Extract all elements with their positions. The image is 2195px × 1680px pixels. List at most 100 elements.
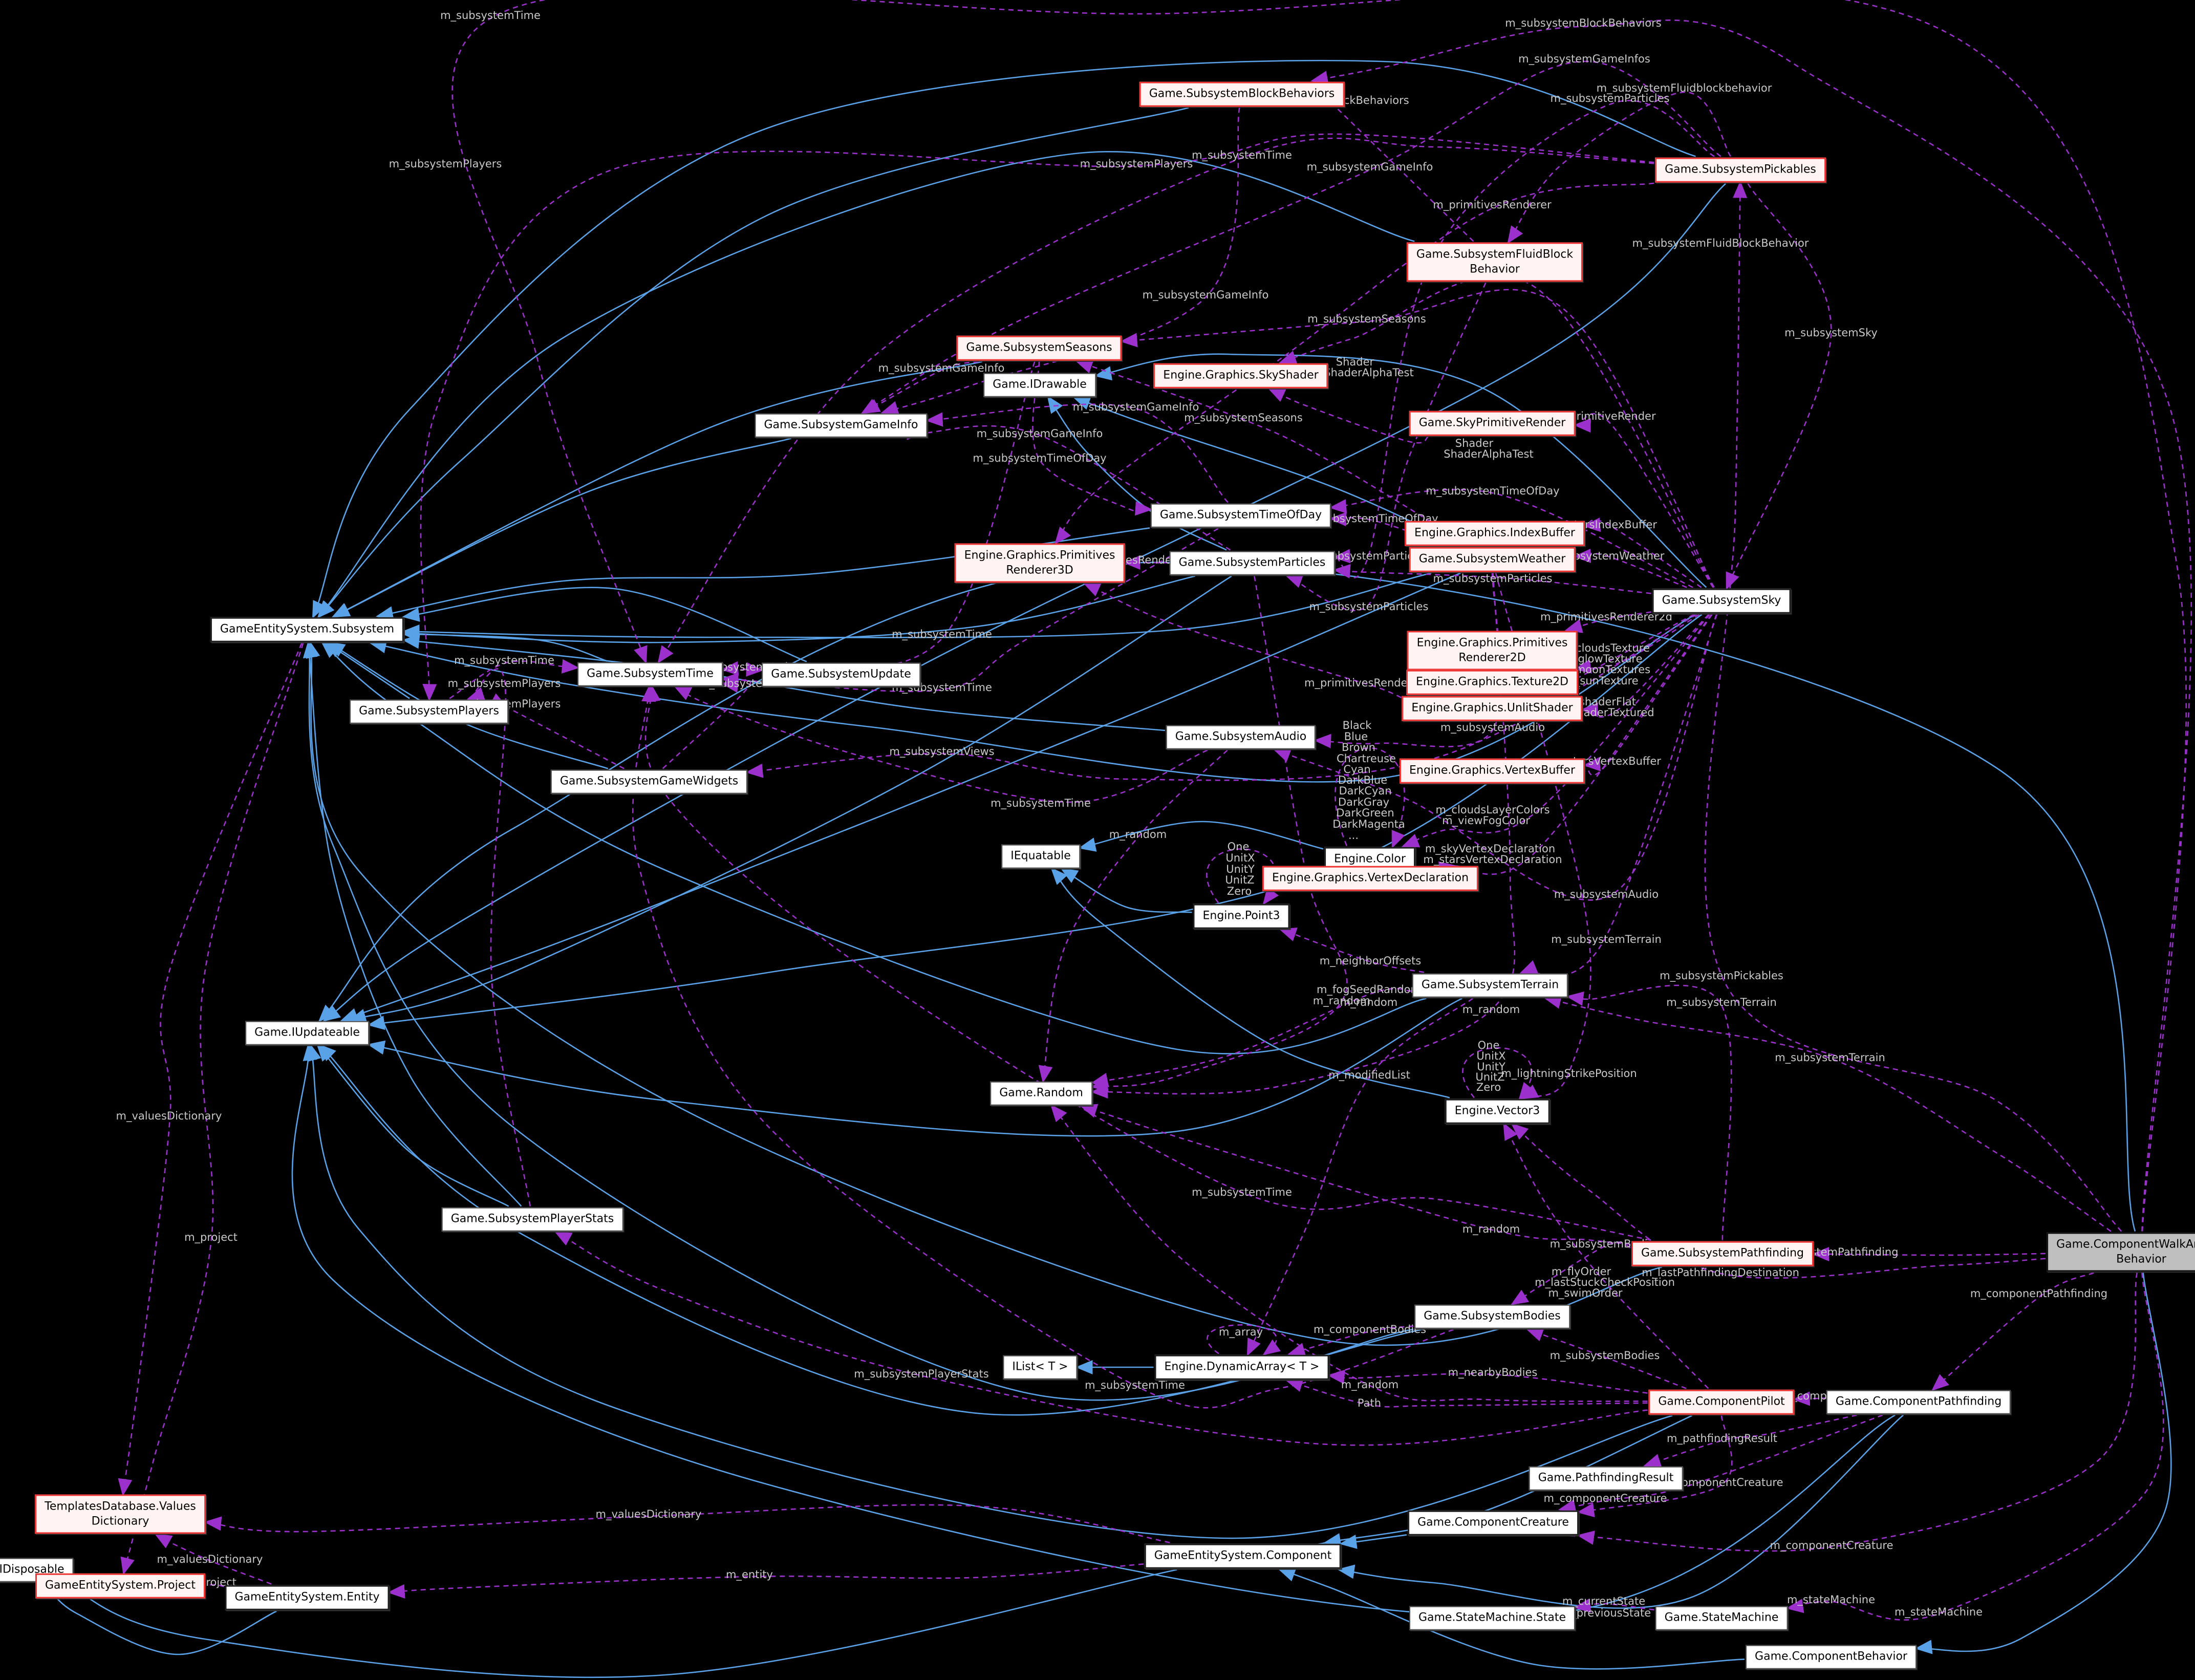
edge-walkaround-terrain [1543,995,2112,1232]
edge-label: m_subsystemTerrain [1551,933,1662,945]
edge-label: m_neighborOffsets [1319,955,1422,967]
edge-weather-vector3 [1495,573,1591,1100]
node-playerstats[interactable]: Game.SubsystemPlayerStats [441,1207,623,1232]
node-indexbuffer[interactable]: Engine.Graphics.IndexBuffer [1405,521,1585,546]
node-weather[interactable]: Game.SubsystemWeather [1409,547,1576,572]
node-vector3[interactable]: Engine.Vector3 [1445,1099,1550,1124]
node-update[interactable]: Game.SubsystemUpdate [762,662,920,687]
node-smstate[interactable]: Game.StateMachine.State [1409,1606,1576,1630]
node-statemachine[interactable]: Game.StateMachine [1655,1606,1788,1630]
edge-particles-random [1090,576,1348,1092]
edge-audio-random [1038,749,1228,1084]
edge-label: m_subsystemTime [1192,1186,1292,1198]
edge-label: m_subsystemTime [892,628,992,640]
node-compbehavior[interactable]: Game.ComponentBehavior [1746,1645,1917,1669]
edge-label: m_valuesDictionary [116,1110,222,1122]
edge-label: ShaderAlphaTest [1324,367,1414,379]
edge-weather-seasons [1075,359,1470,547]
edge-subsystem-project [120,643,304,1575]
edge-pilot-random [1050,1104,1648,1402]
edge-label: m_project [184,1231,238,1243]
node-dynarray[interactable]: Engine.DynamicArray< T > [1154,1354,1329,1380]
edge-sky-skyprim [1573,413,1714,588]
node-terrain[interactable]: Game.SubsystemTerrain [1412,973,1568,998]
edge-label: m_subsystemBodies [1550,1349,1660,1362]
node-component[interactable]: GameEntitySystem.Component [1144,1543,1342,1569]
node-sky[interactable]: Game.SubsystemSky [1652,588,1791,614]
node-vertexbuffer[interactable]: Engine.Graphics.VertexBuffer [1399,758,1585,784]
edge-timeofday-time [721,528,1219,693]
edge-comppath-pathresult [1643,1414,1857,1468]
edge-skyprim-skyshader [1267,388,1429,444]
edge-label: m_starsVertexDeclaration [1423,853,1562,866]
node-subsystem[interactable]: GameEntitySystem.Subsystem [210,617,404,642]
edge-label: Black [1342,719,1372,731]
node-walkaround[interactable]: Game.ComponentWalkAround Behavior [2047,1232,2195,1272]
edge-audio-subsystem [402,634,1166,731]
node-timeofday[interactable]: Game.SubsystemTimeOfDay [1150,503,1331,528]
node-pathfinding[interactable]: Game.SubsystemPathfinding [1631,1241,1814,1266]
node-entity[interactable]: GameEntitySystem.Entity [225,1585,390,1610]
node-skyshader[interactable]: Engine.Graphics.SkyShader [1153,363,1328,389]
edge-sky-idrawable [1094,353,1707,588]
node-random[interactable]: Game.Random [990,1081,1092,1106]
node-iupdateable[interactable]: Game.IUpdateable [245,1021,369,1045]
node-skyprim[interactable]: Game.SkyPrimitiveRender [1409,411,1576,436]
edge-vector3-vector3 [1462,1047,1535,1100]
node-unlitshader[interactable]: Engine.Graphics.UnlitShader [1402,696,1583,721]
node-gamewidgets[interactable]: Game.SubsystemGameWidgets [550,769,748,794]
edge-sky-vertexbuffer [1583,614,1713,776]
node-pathresult[interactable]: Game.PathfindingResult [1529,1466,1683,1491]
edge-label: m_random [1340,996,1398,1008]
node-seasons[interactable]: Game.SubsystemSeasons [956,335,1122,361]
edge-pilot-vector3 [1503,1122,1709,1389]
edge-label: m_viewFogColor [1442,814,1530,827]
edge-label: m_subsystemTerrain [1775,1051,1885,1064]
node-particles[interactable]: Game.SubsystemParticles [1169,551,1335,575]
edge-walkaround-pickables [1704,180,2122,1232]
node-texture2d[interactable]: Engine.Graphics.Texture2D [1406,670,1579,695]
node-pickables[interactable]: Game.SubsystemPickables [1655,157,1826,183]
node-audio[interactable]: Game.SubsystemAudio [1166,725,1316,749]
edge-pickables-time [657,137,1654,664]
edge-label: m_subsystemPlayers [447,677,561,690]
node-project[interactable]: GameEntitySystem.Project [35,1573,206,1599]
edge-label: m_stateMachine [1894,1606,1983,1618]
node-ilist[interactable]: IList< T > [1003,1355,1078,1380]
edge-pickables-subsystem [312,59,1696,619]
edge-label: m_valuesDictionary [157,1553,263,1565]
edge-pathfinding-terrain [1566,984,1732,1240]
node-fluidblock[interactable]: Game.SubsystemFluidBlock Behavior [1406,242,1583,282]
edge-entity-idisposable [43,1581,277,1655]
edge-label: One [1477,1039,1500,1051]
edge-label: m_subsystemBlockBehaviors [1505,17,1662,29]
edge-label: One [1227,841,1250,853]
node-vertexdecl[interactable]: Engine.Graphics.VertexDeclaration [1262,866,1479,891]
edge-update-subsystem [402,587,807,662]
node-gameinfo[interactable]: Game.SubsystemGameInfo [755,413,928,438]
node-primrenderer2d[interactable]: Engine.Graphics.Primitives Renderer2D [1407,631,1578,671]
node-point3[interactable]: Engine.Point3 [1193,903,1290,929]
edge-particles-gameinfo [907,425,1231,551]
node-creature[interactable]: Game.ComponentCreature [1408,1510,1579,1536]
edge-walkaround-time [451,0,2187,1232]
node-idrawable[interactable]: Game.IDrawable [983,373,1096,397]
node-iequatable[interactable]: IEquatable [1001,844,1080,869]
node-bodies[interactable]: Game.SubsystemBodies [1414,1304,1570,1329]
edge-label: m_currentState [1562,1595,1646,1607]
node-time[interactable]: Game.SubsystemTime [577,662,723,686]
edge-label: m_subsystemGameInfo [878,362,1005,374]
edge-label: m_subsystemTimeOfDay [1426,485,1560,497]
node-primrenderer3d[interactable]: Engine.Graphics.Primitives Renderer3D [954,543,1125,583]
node-pilot[interactable]: Game.ComponentPilot [1648,1389,1795,1415]
node-valuesdict[interactable]: TemplatesDatabase.Values Dictionary [35,1494,206,1534]
node-blockbehaviors[interactable]: Game.SubsystemBlockBehaviors [1139,81,1345,107]
edge-label: m_componentPathfinding [1970,1287,2108,1300]
edge-walkaround-pathfinding [1812,1246,2046,1262]
node-comppath[interactable]: Game.ComponentPathfinding [1826,1390,2011,1414]
edge-component-entity [387,1563,1144,1599]
node-players[interactable]: Game.SubsystemPlayers [350,699,508,724]
edge-sky-unlitshader [1580,614,1709,718]
edge-label: m_pathfindingResult [1667,1432,1777,1445]
